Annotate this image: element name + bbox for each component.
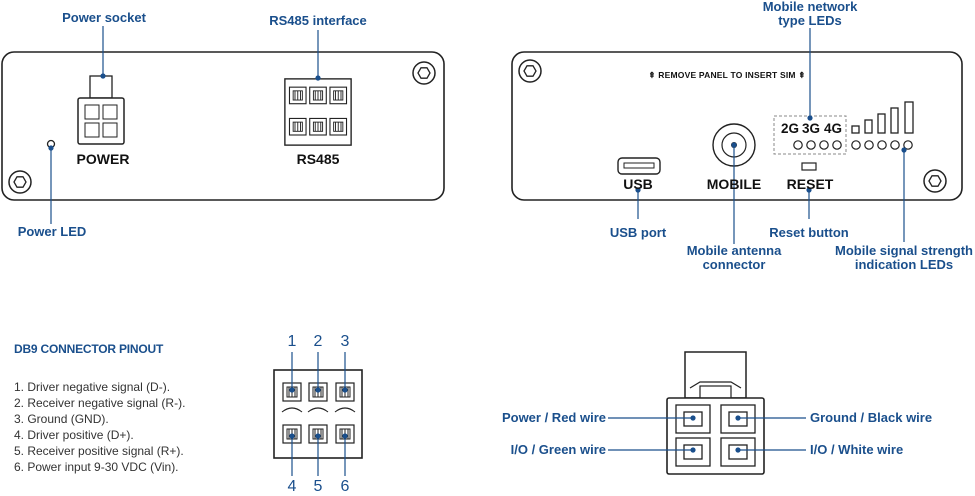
screw-icon [518, 59, 542, 83]
pin-number: 1 [287, 333, 297, 350]
signal-led-icons [851, 140, 913, 150]
front-panel [1, 51, 445, 201]
reset-panel-label: RESET [786, 176, 834, 192]
wire-label-power-red: Power / Red wire [501, 410, 606, 425]
rs485-terminal-icon [284, 78, 352, 146]
network-type-2g: 2G [780, 121, 799, 136]
callout-power-led: Power LED [17, 224, 87, 239]
network-type-led-icons [793, 140, 842, 150]
callout-lines [48, 26, 907, 244]
pin-number: 4 [287, 478, 297, 495]
callout-usb-port: USB port [609, 225, 667, 240]
callout-rs485-interface: RS485 interface [269, 13, 367, 28]
network-type-4g: 4G [823, 121, 842, 136]
pinout-item: 5. Receiver positive signal (R+). [14, 444, 184, 458]
callout-network-type-leds: Mobile network type LEDs [762, 0, 858, 28]
mobile-panel-label: MOBILE [706, 176, 762, 192]
wire-label-io-green: I/O / Green wire [510, 442, 606, 457]
screw-icon [923, 169, 947, 193]
pin-number: 5 [313, 478, 323, 495]
wire-lines [608, 415, 806, 453]
pin-number: 6 [340, 478, 350, 495]
pinout-item: 4. Driver positive (D+). [14, 428, 134, 442]
usb-panel-label: USB [623, 176, 653, 192]
db9-pin-lines [289, 352, 348, 476]
screw-icon [8, 170, 32, 194]
wire-label-io-white: I/O / White wire [810, 442, 904, 457]
callout-antenna-connector: Mobile antenna connector [686, 243, 782, 272]
callout-reset-button: Reset button [769, 225, 849, 240]
callout-signal-strength-leds: Mobile signal strength indication LEDs [835, 243, 973, 272]
signal-bars-icon [851, 101, 914, 134]
screw-icon [412, 61, 436, 85]
pinout-item: 2. Receiver negative signal (R-). [14, 396, 186, 410]
pin-number: 3 [340, 333, 350, 350]
callout-power-socket: Power socket [62, 10, 146, 25]
power-socket-icon [77, 75, 125, 145]
pinout-item: 1. Driver negative signal (D-). [14, 380, 171, 394]
rs485-panel-label: RS485 [296, 151, 340, 167]
reset-button-icon [801, 162, 817, 171]
pin-number: 2 [313, 333, 323, 350]
wire-label-ground-black: Ground / Black wire [810, 410, 933, 425]
network-type-3g: 3G [801, 121, 820, 136]
power-panel-label: POWER [76, 151, 130, 167]
db9-title: DB9 CONNECTOR PINOUT [14, 342, 164, 356]
power-connector-icon [666, 351, 765, 475]
usb-port-icon [617, 157, 661, 175]
pinout-item: 3. Ground (GND). [14, 412, 109, 426]
remove-panel-notice: ⇞ REMOVE PANEL TO INSERT SIM ⇞ [648, 70, 806, 80]
pinout-item: 6. Power input 9-30 VDC (Vin). [14, 460, 179, 474]
